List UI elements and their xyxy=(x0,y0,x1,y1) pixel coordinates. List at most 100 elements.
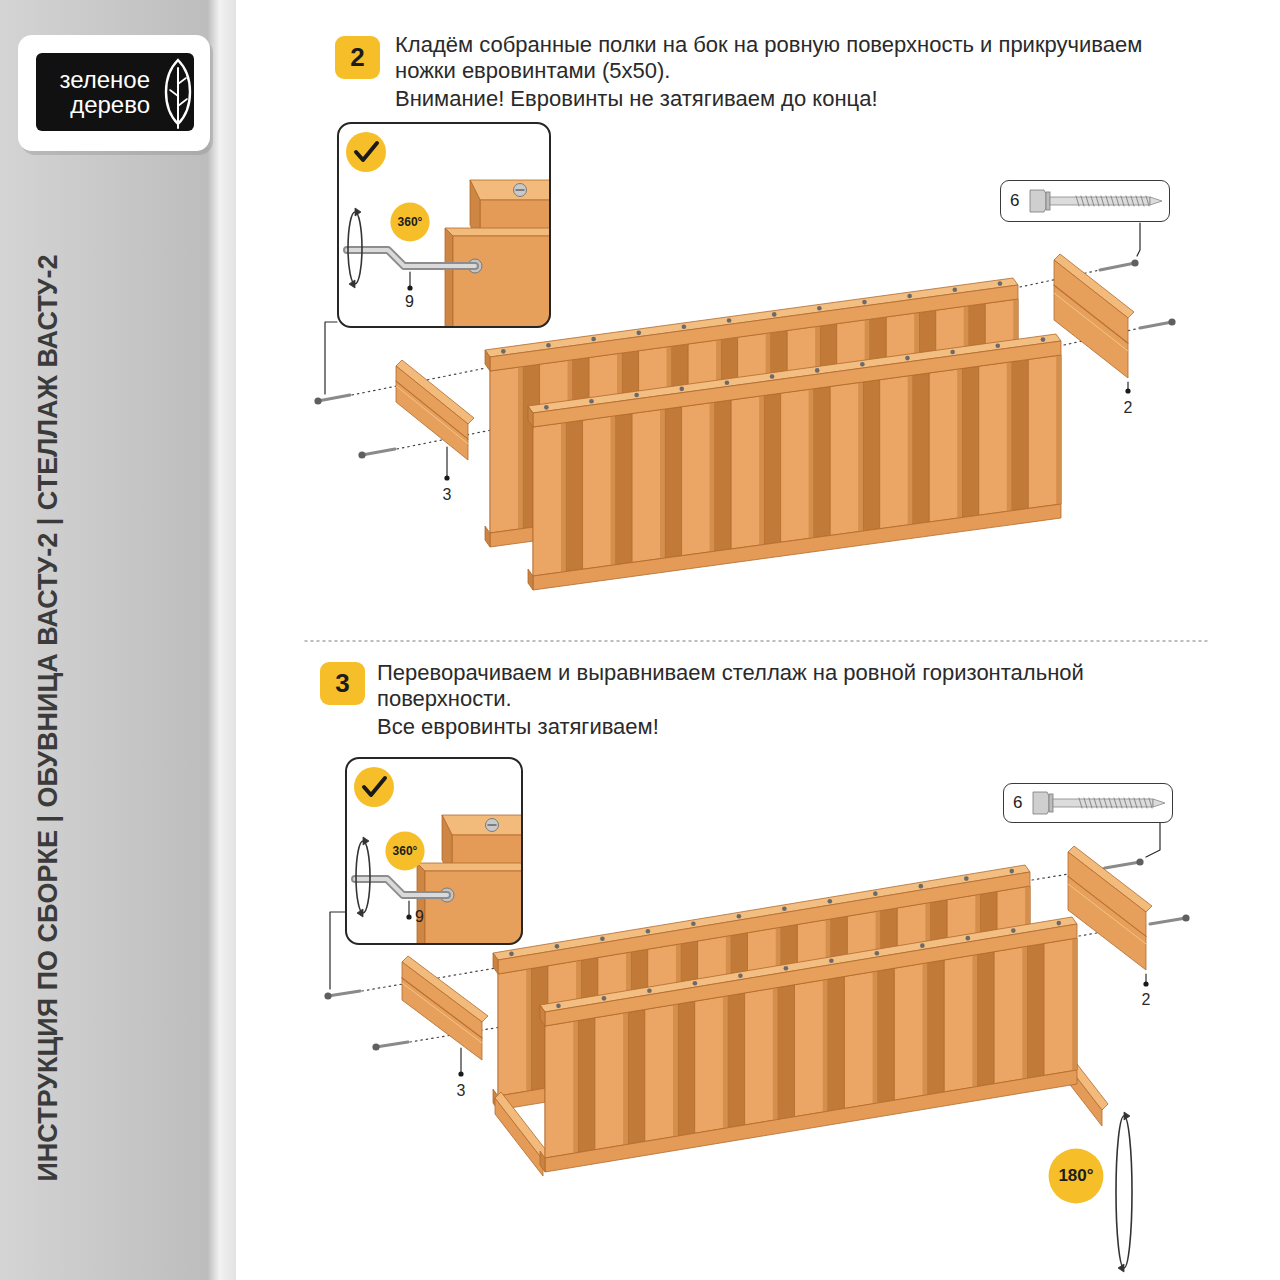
plank-groove xyxy=(396,381,468,439)
step-badge: 3 xyxy=(320,662,365,705)
screw-icon-shaft xyxy=(1050,197,1150,205)
slat xyxy=(1028,355,1061,508)
slat xyxy=(894,963,927,1100)
leg-face xyxy=(425,871,523,945)
page-title: ИНСТРУКЦИЯ ПО СБОРКЕ | ОБУВНИЦА ВАСТУ-2 … xyxy=(33,254,64,1181)
instruction-text: Кладём собранные полки на бок на ровную … xyxy=(395,32,1175,85)
inset-illustration xyxy=(345,757,525,947)
screw-thread xyxy=(1149,798,1152,808)
screw-shaft xyxy=(1150,918,1186,924)
screw-dot xyxy=(509,952,514,957)
screw-thread xyxy=(1126,196,1129,206)
screw-shaft xyxy=(1105,862,1140,868)
screw-dot xyxy=(966,936,971,941)
leader-dot xyxy=(444,475,449,480)
callout-number: 9 xyxy=(405,293,414,311)
screw-thread xyxy=(1136,196,1139,206)
screw-thread xyxy=(1146,196,1149,206)
screw-thread xyxy=(1089,798,1092,808)
screw-icon-washer xyxy=(1046,192,1050,210)
slat xyxy=(994,946,1027,1083)
rotation-path xyxy=(356,841,370,913)
leg-side xyxy=(445,228,453,328)
screw-dot xyxy=(964,876,969,881)
inset-illustration xyxy=(337,122,553,330)
screw-dot xyxy=(556,1004,561,1009)
check-mark xyxy=(364,778,385,795)
slat-edge xyxy=(673,1004,678,1137)
screw-thread xyxy=(1086,196,1089,206)
screw-thread xyxy=(1099,798,1102,808)
screw-shaft xyxy=(1100,263,1135,270)
slat-edge xyxy=(526,969,531,1092)
board-top xyxy=(442,815,523,835)
screw-dot xyxy=(772,312,777,317)
screw-thread xyxy=(1109,798,1112,808)
screw-thread xyxy=(1104,798,1107,808)
screw-dot xyxy=(737,914,742,919)
screw-icon-tip xyxy=(1150,197,1162,205)
rotation-path xyxy=(348,212,362,284)
screw-dot xyxy=(995,343,1000,348)
slat xyxy=(632,409,665,562)
screw-dot xyxy=(815,368,820,373)
plank-face xyxy=(396,366,468,460)
top-rail-top xyxy=(485,278,1018,357)
slat-edge xyxy=(1007,362,1012,512)
leader-dot xyxy=(406,914,411,919)
screw-dot xyxy=(738,973,743,978)
rail-end xyxy=(485,526,490,547)
rotation-path xyxy=(1116,1116,1132,1268)
leg-side xyxy=(417,863,425,945)
slat xyxy=(880,375,913,528)
screw-dot xyxy=(602,996,607,1001)
logo-leaf xyxy=(166,60,190,128)
screw-dot xyxy=(829,958,834,963)
screw-thread xyxy=(1084,798,1087,808)
slat xyxy=(979,362,1012,515)
slat-edge xyxy=(710,402,715,552)
slat xyxy=(682,402,715,555)
slat-edge xyxy=(561,423,566,573)
screw-dot xyxy=(636,331,641,336)
slat xyxy=(583,416,616,569)
screw-thread xyxy=(1141,196,1144,206)
slat xyxy=(595,1012,628,1149)
circle-fill xyxy=(1049,1149,1104,1204)
inset-content xyxy=(354,767,523,945)
plank-groove xyxy=(1068,876,1146,936)
slat xyxy=(695,996,728,1133)
screw-dot xyxy=(679,387,684,392)
rotation-arrowhead xyxy=(1124,1112,1130,1120)
screw-dot xyxy=(591,337,596,342)
screw-head xyxy=(486,819,499,832)
slat xyxy=(944,955,977,1092)
leader-line xyxy=(330,912,345,989)
screw-dot xyxy=(860,362,865,367)
rotation-badge: 360° xyxy=(385,831,425,871)
leader-dot xyxy=(1143,981,1148,986)
step-number: 2 xyxy=(350,42,364,73)
plank-face xyxy=(1054,260,1128,378)
rail-end xyxy=(493,953,498,974)
slat-edge xyxy=(773,988,778,1121)
top-rail-top xyxy=(528,334,1061,413)
screw-dot xyxy=(950,350,955,355)
screw-icon-shaft xyxy=(1053,799,1153,807)
leg-top xyxy=(445,228,551,236)
screw-dot xyxy=(998,281,1003,286)
slat-edge xyxy=(1022,946,1027,1079)
slat xyxy=(781,389,814,542)
screw-dot xyxy=(907,294,912,299)
check-circle xyxy=(354,767,394,807)
leader-line xyxy=(408,901,409,915)
plank-groove-edge xyxy=(396,386,468,444)
slat-edge xyxy=(518,367,523,530)
base-member-top xyxy=(495,1092,549,1160)
slat-edge xyxy=(957,369,962,519)
slat-edge xyxy=(858,382,863,532)
logo-box: зеленое дерево xyxy=(36,53,166,131)
screw-dot xyxy=(555,944,560,949)
plank-groove-edge xyxy=(1068,884,1146,944)
